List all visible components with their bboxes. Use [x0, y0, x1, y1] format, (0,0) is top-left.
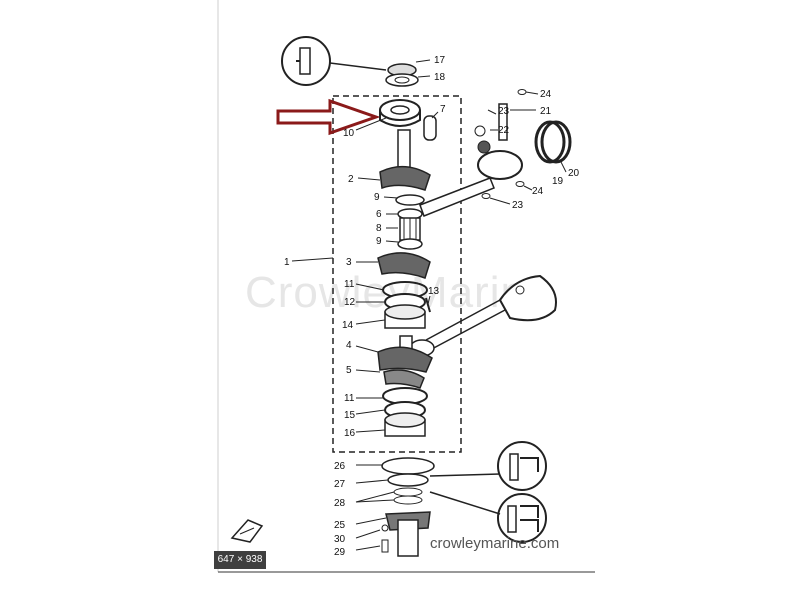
piston-lower: [425, 274, 557, 351]
callout-16: 16: [344, 428, 356, 439]
callout-26: 26: [334, 461, 346, 472]
callout-8: 8: [376, 223, 382, 234]
callout-11b: 11: [344, 393, 355, 404]
callout-9a: 9: [374, 192, 380, 203]
site-label: crowleymarine.com: [430, 535, 560, 552]
callout-24a: 24: [540, 89, 552, 100]
callout-3: 3: [346, 257, 352, 268]
connecting-rod-upper: [419, 89, 572, 217]
callout-10: 10: [343, 128, 355, 139]
callout-9b: 9: [376, 236, 382, 247]
callout-19: 19: [552, 176, 564, 187]
callout-23b: 23: [512, 200, 524, 211]
callout-30: 30: [334, 534, 346, 545]
detail-circle-top: [281, 36, 387, 86]
lower-housing: [381, 457, 435, 557]
forward-arrow-icon: [230, 519, 264, 543]
crankshaft-lower: [377, 335, 435, 389]
detail-circle-seals-pair: [429, 491, 547, 543]
callout-6: 6: [376, 209, 382, 220]
callout-14: 14: [342, 320, 354, 331]
leader-lines: [291, 59, 567, 551]
callout-13: 13: [428, 286, 440, 297]
needle-bearing: [397, 208, 423, 250]
pin: [423, 115, 437, 141]
callout-21: 21: [540, 106, 552, 117]
callout-18: 18: [434, 72, 446, 83]
oil-seal: [385, 63, 419, 87]
callout-labels: 17 18 7 10 2 9 6 8 9 3 11 12 14 13 4 5 1…: [284, 55, 580, 558]
image-size-badge: 647 × 938: [214, 551, 266, 569]
callout-7: 7: [440, 104, 446, 115]
callout-27: 27: [334, 479, 346, 490]
callout-20: 20: [568, 168, 580, 179]
callout-24b: 24: [532, 186, 544, 197]
callout-12: 12: [344, 297, 356, 308]
callout-5: 5: [346, 365, 352, 376]
highlight-arrow-icon: [276, 98, 381, 136]
top-bearing: [379, 99, 421, 127]
callout-25: 25: [334, 520, 346, 531]
callout-1: 1: [284, 257, 290, 268]
crankshaft-upper: [379, 129, 431, 206]
lower-bearing: [382, 387, 428, 437]
callout-15: 15: [344, 410, 356, 421]
callout-2: 2: [348, 174, 354, 185]
assembly-boundary: [332, 95, 462, 453]
callout-28: 28: [334, 498, 346, 509]
detail-circle-seal: [429, 441, 547, 491]
callout-4: 4: [346, 340, 352, 351]
callout-11a: 11: [344, 279, 355, 290]
callout-22: 22: [498, 125, 510, 136]
crank-web: [377, 252, 431, 279]
callout-17: 17: [434, 55, 446, 66]
callout-29: 29: [334, 547, 346, 558]
center-bearing: [382, 281, 431, 329]
callout-23a: 23: [498, 106, 510, 117]
